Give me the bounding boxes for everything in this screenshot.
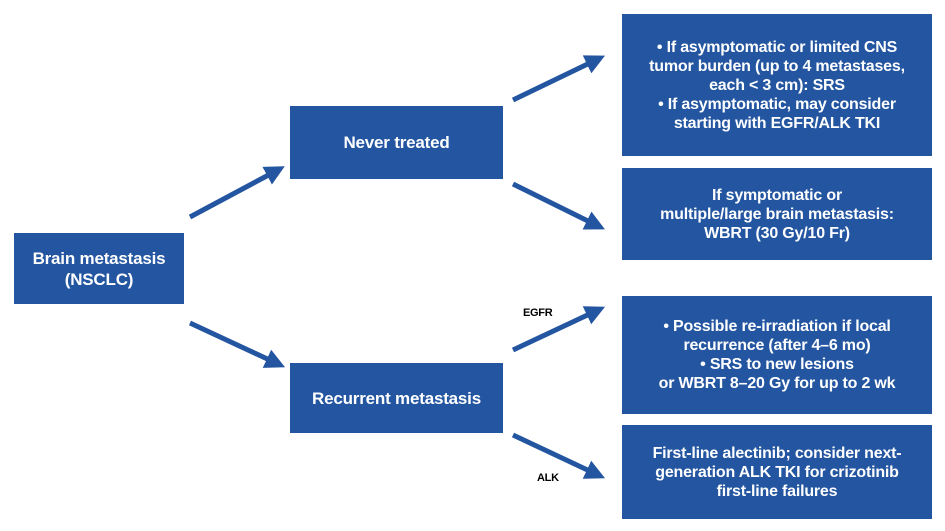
outcome-a-line-1: • If asymptomatic or limited CNS bbox=[656, 38, 898, 56]
outcome-egfr-line-4: or WBRT 8–20 Gy for up to 2 wk bbox=[658, 375, 896, 392]
outcome-box-recurrent-alk: First-line alectinib; consider next- gen… bbox=[622, 425, 932, 519]
outcome-a-line-3: each < 3 cm): SRS bbox=[709, 76, 845, 94]
outcome-box-never-treated-wbrt: If symptomatic or multiple/large brain m… bbox=[622, 168, 932, 260]
outcome-alk-line-2: generation ALK TKI for crizotinib bbox=[655, 463, 899, 481]
branch-box-recurrent-metastasis: Recurrent metastasis bbox=[290, 363, 503, 433]
arrow-never-treated-to-outcome-b bbox=[511, 181, 605, 230]
arrow-recurrent-to-alk bbox=[511, 432, 606, 479]
outcome-b-line-3: WBRT (30 Gy/10 Fr) bbox=[704, 224, 850, 242]
root-line-2: (NSCLC) bbox=[64, 269, 134, 289]
outcome-alk-line-1: First-line alectinib; consider next- bbox=[652, 444, 902, 462]
outcome-box-never-treated-srs: • If asymptomatic or limited CNS tumor b… bbox=[622, 14, 932, 156]
outcome-box-recurrent-egfr: • Possible re-irradiation if local recur… bbox=[622, 296, 932, 414]
outcome-egfr-line-3: • SRS to new lesions bbox=[700, 356, 854, 373]
outcome-egfr-line-1: • Possible re-irradiation if local bbox=[663, 318, 891, 335]
outcome-b-line-2: multiple/large brain metastasis: bbox=[660, 205, 894, 223]
edge-label-egfr: EGFR bbox=[523, 307, 553, 319]
outcome-alk-line-3: first-line failures bbox=[716, 482, 838, 500]
never-treated-label: Never treated bbox=[343, 133, 450, 152]
arrow-never-treated-to-outcome-a bbox=[511, 55, 606, 103]
branch-box-never-treated: Never treated bbox=[290, 106, 503, 179]
arrow-root-to-recurrent bbox=[188, 320, 286, 368]
outcome-a-line-4: • If asymptomatic, may consider bbox=[658, 95, 896, 113]
root-line-1: Brain metastasis bbox=[32, 248, 166, 268]
root-box-brain-metastasis: Brain metastasis (NSCLC) bbox=[14, 233, 184, 304]
recurrent-metastasis-label: Recurrent metastasis bbox=[312, 388, 481, 408]
arrow-recurrent-to-egfr bbox=[511, 306, 606, 353]
outcome-a-line-2: tumor burden (up to 4 metastases, bbox=[649, 57, 905, 75]
outcome-egfr-line-2: recurrence (after 4–6 mo) bbox=[683, 337, 871, 354]
arrow-root-to-never-treated bbox=[188, 166, 285, 220]
outcome-a-line-5: starting with EGFR/ALK TKI bbox=[673, 114, 881, 132]
outcome-b-line-1: If symptomatic or bbox=[712, 186, 842, 204]
edge-label-alk: ALK bbox=[537, 472, 559, 484]
